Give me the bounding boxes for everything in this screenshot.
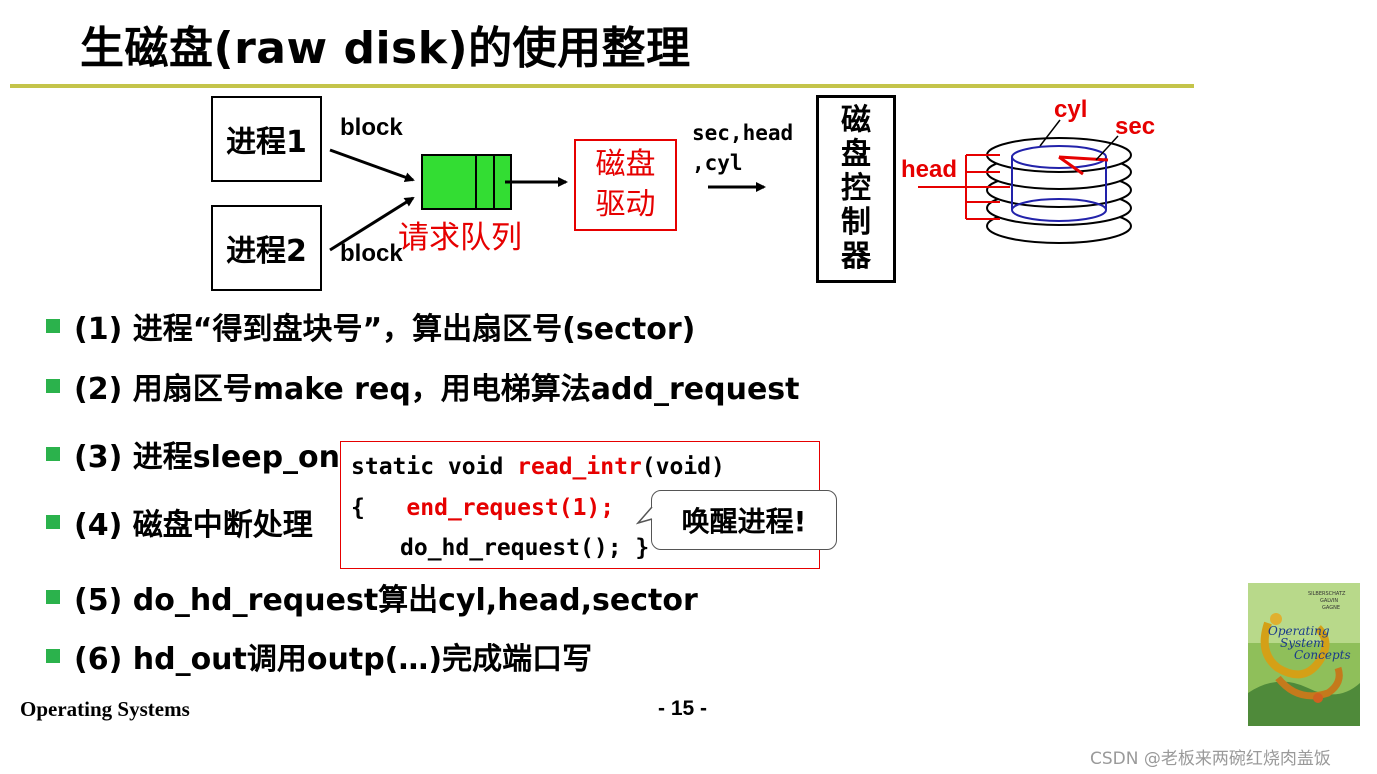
params-line2: ,cyl	[692, 151, 743, 175]
disk-driver-box: 磁盘 驱动	[574, 139, 677, 231]
disk-platter-icon	[918, 119, 1132, 244]
params-line1: sec,head	[692, 121, 794, 145]
controller-char-2: 盘	[841, 137, 871, 172]
bullet-text: (5) do_hd_request算出cyl,head,sector	[74, 583, 698, 618]
block-label-top: block	[340, 114, 403, 141]
disk-controller-box: 磁 盘 控 制 器	[816, 95, 896, 283]
bullet-text: (6) hd_out调用outp(…)完成端口写	[74, 642, 593, 677]
book-title-1: Operating	[1268, 624, 1330, 638]
code-static-void: static void	[351, 454, 518, 480]
slide-title: 生磁盘(raw disk)的使用整理	[80, 23, 691, 74]
bullet-square-icon	[46, 649, 60, 663]
cyl-label: cyl	[1054, 96, 1088, 123]
controller-char-3: 控	[841, 171, 871, 206]
arrow-process1-to-queue	[329, 148, 415, 182]
arrow-process2-to-queue	[329, 196, 415, 252]
book-author-1: SILBERSCHATZ	[1308, 591, 1346, 597]
book-author-2: GALVIN	[1320, 598, 1338, 604]
code-line-3: do_hd_request(); }	[400, 535, 650, 561]
controller-char-1: 磁	[841, 103, 871, 138]
callout-text: 唤醒进程!	[681, 505, 807, 538]
request-queue-label: 请求队列	[398, 220, 522, 256]
book-title-3: Concepts	[1294, 648, 1351, 662]
bullet-square-icon	[46, 590, 60, 604]
bullet-text: (4) 磁盘中断处理	[74, 508, 313, 543]
code-line-1: static void read_intr(void)	[351, 454, 725, 480]
code-end-request: end_request(1);	[406, 495, 615, 521]
bullet-item: (4) 磁盘中断处理	[46, 500, 313, 544]
controller-char-4: 制	[841, 205, 871, 240]
process-1-box: 进程1	[211, 96, 322, 182]
bullet-item: (5) do_hd_request算出cyl,head,sector	[46, 575, 698, 619]
title-divider	[10, 84, 1194, 88]
bullet-item: (1) 进程“得到盘块号”，算出扇区号(sector)	[46, 304, 695, 348]
bullet-item: (6) hd_out调用outp(…)完成端口写	[46, 634, 592, 678]
head-label: head	[901, 156, 958, 183]
bullet-square-icon	[46, 319, 60, 333]
bullet-text: (3) 进程sleep_on	[74, 440, 341, 475]
sec-label: sec	[1115, 113, 1156, 140]
code-function-name: read_intr	[517, 454, 642, 480]
process-2-box: 进程2	[211, 205, 322, 291]
code-open-brace: {	[351, 495, 365, 521]
bullet-text: (1) 进程“得到盘块号”，算出扇区号(sector)	[74, 312, 696, 347]
callout-tail	[636, 506, 653, 525]
bullet-square-icon	[46, 515, 60, 529]
block-label-bottom: block	[340, 240, 403, 267]
process-1-label: 进程1	[226, 125, 307, 160]
bullet-text: (2) 用扇区号make req，用电梯算法add_request	[74, 372, 800, 407]
bullet-square-icon	[46, 379, 60, 393]
code-line-2: { end_request(1);	[351, 495, 614, 521]
book-title-2: System	[1280, 636, 1324, 650]
process-2-label: 进程2	[226, 234, 307, 269]
csdn-watermark: CSDN @老板来两碗红烧肉盖饭	[1090, 749, 1331, 769]
footer-course-name: Operating Systems	[20, 697, 190, 721]
bullet-item: (2) 用扇区号make req，用电梯算法add_request	[46, 364, 800, 408]
disk-driver-line1: 磁盘	[595, 147, 656, 182]
code-void-param: (void)	[641, 454, 725, 480]
controller-char-5: 器	[841, 239, 871, 274]
bullet-square-icon	[46, 447, 60, 461]
book-author-3: GAGNE	[1322, 605, 1340, 611]
wakeup-callout: 唤醒进程!	[651, 490, 837, 550]
book-cover-image: SILBERSCHATZ GALVIN GAGNE Operating Syst…	[1248, 583, 1360, 726]
request-queue-icon	[421, 154, 512, 210]
disk-driver-line2: 驱动	[595, 187, 656, 222]
footer-page-number: - 15 -	[658, 697, 708, 720]
bullet-item: (3) 进程sleep_on	[46, 432, 340, 476]
